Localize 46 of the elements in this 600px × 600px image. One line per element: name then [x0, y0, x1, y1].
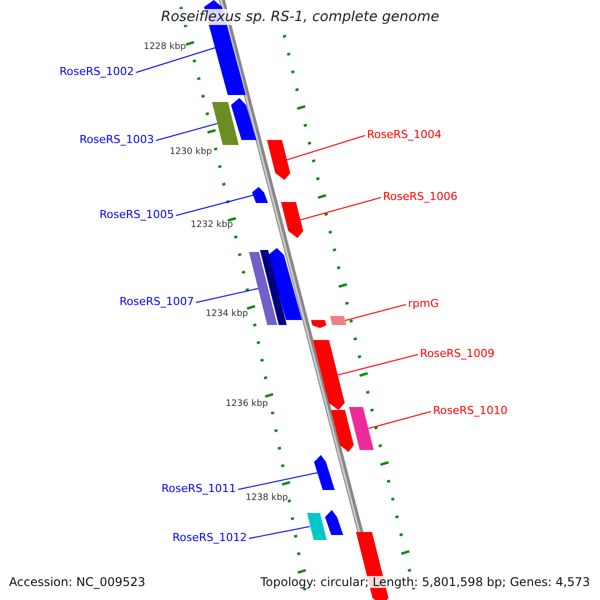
scale-label: 1236 kbp: [226, 400, 268, 409]
gene-label: RoseRS_1003: [80, 134, 154, 145]
gene-block: [280, 202, 303, 238]
gene-block: [311, 320, 326, 328]
leader-line: [300, 197, 382, 220]
leader-line: [286, 135, 366, 160]
gene-label: RoseRS_1011: [162, 483, 236, 494]
gene-block: [260, 250, 287, 325]
gene-block: [314, 455, 335, 490]
gene-label: RoseRS_1006: [383, 191, 458, 202]
gene-label: RoseRS_1012: [172, 532, 247, 543]
gene-block: [313, 340, 345, 410]
gene-block: [349, 407, 374, 450]
gene-block: [325, 510, 344, 535]
gene-block: [268, 248, 302, 320]
gene-label: RoseRS_1002: [60, 66, 134, 77]
leader-line: [368, 411, 432, 429]
accession-note: Accession: NC_009523: [9, 576, 146, 588]
gene-block: [266, 140, 290, 180]
scale-label: 1230 kbp: [170, 148, 212, 157]
gene-block: [249, 252, 278, 325]
scale-label: 1234 kbp: [206, 310, 248, 319]
leader-line: [196, 288, 259, 303]
gene-block: [330, 316, 346, 325]
gene-block: [306, 513, 326, 540]
gene-label: RoseRS_1010: [433, 405, 508, 416]
gene-label: RoseRS_1004: [367, 129, 442, 140]
gene-label: RoseRS_1005: [100, 209, 174, 220]
leader-line: [238, 472, 319, 490]
leader-line: [337, 354, 418, 376]
scale-label: 1232 kbp: [190, 221, 233, 230]
leader-line: [344, 304, 406, 321]
scale-label: 1238 kbp: [246, 494, 288, 503]
scale-label: 1228 kbp: [144, 43, 186, 52]
gene-block: [230, 98, 256, 140]
gene-block: [212, 102, 239, 145]
gene-block: [331, 410, 354, 452]
gene-label: rpmG: [408, 298, 439, 309]
leader-line: [136, 47, 216, 73]
genome-stats: Topology: circular; Length: 5,801,598 bp; Genes: 4,573: [260, 576, 590, 588]
leader-line: [156, 123, 218, 141]
map-title: Roseiflexus sp. RS-1, complete genome: [159, 9, 442, 25]
gene-block: [252, 187, 268, 203]
gene-label: RoseRS_1007: [120, 296, 194, 307]
gene-label: RoseRS_1009: [420, 348, 494, 359]
leader-line: [176, 194, 254, 216]
